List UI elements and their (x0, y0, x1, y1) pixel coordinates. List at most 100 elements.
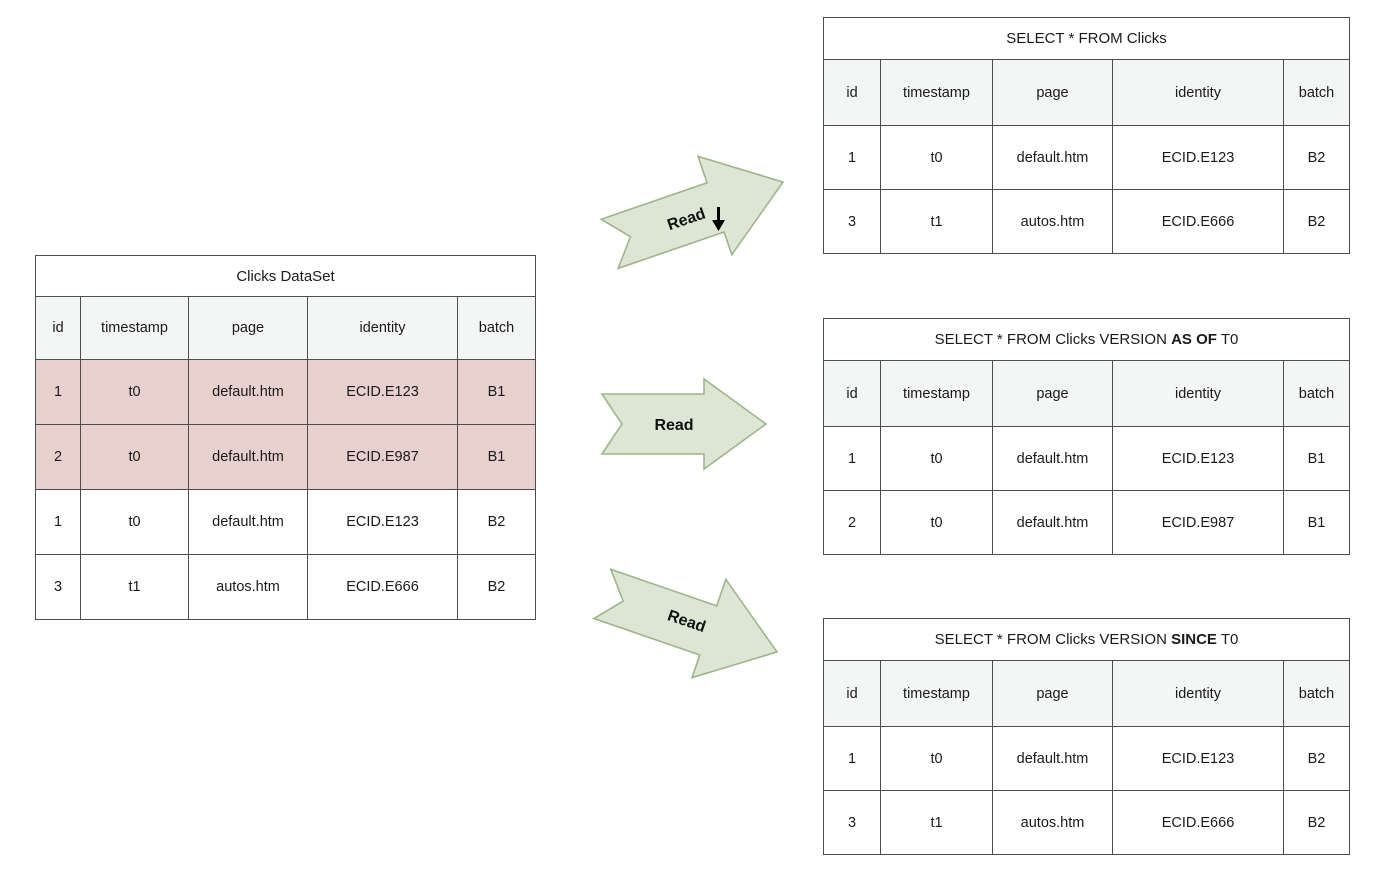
column-header-id: id (823, 660, 881, 727)
cell-identity: ECID.E123 (307, 359, 458, 425)
arrow-shape (592, 568, 779, 679)
column-header-page: page (992, 59, 1113, 126)
cell-timestamp: t0 (880, 125, 993, 190)
cell-page: default.htm (992, 490, 1113, 555)
table-title-row: Clicks DataSet (35, 255, 536, 297)
column-header-id: id (823, 360, 881, 427)
result-table-as-of: SELECT * FROM Clicks VERSION AS OF T0 id… (823, 318, 1350, 555)
column-header-id: id (35, 296, 81, 360)
table-row: 3 t1 autos.htm ECID.E666 B2 (823, 790, 1350, 855)
cell-batch: B1 (457, 359, 536, 425)
cell-identity: ECID.E987 (1112, 490, 1284, 555)
cell-identity: ECID.E123 (1112, 125, 1284, 190)
cell-batch: B2 (1282, 125, 1351, 190)
cell-id: 1 (35, 359, 81, 425)
cell-id: 3 (823, 790, 881, 855)
query-prefix: SELECT * FROM Clicks VERSION (934, 631, 1172, 648)
table-header-row: id timestamp page identity batch (35, 296, 536, 360)
cell-timestamp: t1 (80, 554, 189, 620)
query-suffix: T0 (1216, 631, 1239, 648)
read-arrow-3: Read (590, 562, 790, 682)
read-arrow-label-2: Read (654, 417, 693, 434)
cell-id: 1 (823, 125, 881, 190)
cell-page: default.htm (188, 424, 308, 490)
cell-id: 2 (35, 424, 81, 490)
table-row: 1 t0 default.htm ECID.E123 B1 (35, 359, 536, 425)
column-header-batch: batch (1283, 660, 1350, 727)
column-header-timestamp: timestamp (80, 296, 189, 360)
cell-batch: B1 (1283, 490, 1350, 555)
column-header-page: page (992, 360, 1113, 427)
query-suffix: T0 (1216, 331, 1239, 348)
cell-timestamp: t0 (80, 489, 189, 555)
table-row: 3 t1 autos.htm ECID.E666 B2 (35, 554, 536, 620)
cell-timestamp: t0 (880, 426, 993, 491)
cell-timestamp: t0 (80, 359, 189, 425)
query-prefix: SELECT * FROM Clicks VERSION (934, 331, 1172, 348)
cell-identity: ECID.E123 (1112, 426, 1284, 491)
cell-timestamp: t0 (880, 490, 993, 555)
read-arrow-2: Read (598, 376, 770, 472)
cell-id: 3 (35, 554, 81, 620)
column-header-id: id (823, 59, 881, 126)
cell-batch: B2 (1283, 790, 1350, 855)
table-row: 1 t0 default.htm ECID.E123 B2 (823, 125, 1351, 190)
table-header-row: id timestamp page identity batch (823, 360, 1350, 427)
cell-id: 1 (35, 489, 81, 555)
query-title: SELECT * FROM Clicks VERSION SINCE T0 (823, 618, 1350, 661)
cell-page: default.htm (992, 726, 1113, 791)
column-header-batch: batch (457, 296, 536, 360)
cell-batch: B2 (457, 489, 536, 555)
query-title: SELECT * FROM Clicks VERSION AS OF T0 (823, 318, 1350, 361)
cell-id: 3 (823, 189, 881, 254)
query-prefix: SELECT * FROM Clicks (1006, 30, 1167, 47)
column-header-identity: identity (307, 296, 458, 360)
column-header-timestamp: timestamp (880, 59, 993, 126)
cell-identity: ECID.E666 (307, 554, 458, 620)
cell-identity: ECID.E666 (1112, 790, 1284, 855)
cell-timestamp: t1 (880, 189, 993, 254)
query-keyword: SINCE (1171, 631, 1217, 648)
cursor-arrow-icon (712, 207, 725, 231)
column-header-timestamp: timestamp (880, 660, 993, 727)
column-header-timestamp: timestamp (880, 360, 993, 427)
table-row: 2 t0 default.htm ECID.E987 B1 (35, 424, 536, 490)
result-table-since: SELECT * FROM Clicks VERSION SINCE T0 id… (823, 618, 1350, 855)
table-header-row: id timestamp page identity batch (823, 660, 1350, 727)
cell-batch: B1 (457, 424, 536, 490)
column-header-identity: identity (1112, 360, 1284, 427)
clicks-dataset-table: Clicks DataSet id timestamp page identit… (35, 255, 536, 620)
cell-page: default.htm (992, 426, 1113, 491)
column-header-batch: batch (1283, 360, 1350, 427)
column-header-page: page (992, 660, 1113, 727)
cell-timestamp: t0 (80, 424, 189, 490)
cell-identity: ECID.E123 (1112, 726, 1284, 791)
result-table-select-all: SELECT * FROM Clicks id timestamp page i… (822, 17, 1351, 254)
cell-identity: ECID.E987 (307, 424, 458, 490)
cell-timestamp: t1 (880, 790, 993, 855)
table-row: 1 t0 default.htm ECID.E123 B1 (823, 426, 1350, 491)
table-title-row: SELECT * FROM Clicks VERSION AS OF T0 (823, 318, 1350, 361)
arrow-shape (599, 155, 785, 270)
cell-batch: B2 (1282, 189, 1351, 254)
cell-batch: B1 (1283, 426, 1350, 491)
table-title-row: SELECT * FROM Clicks (822, 17, 1351, 60)
table-row: 1 t0 default.htm ECID.E123 B2 (823, 726, 1350, 791)
query-title: SELECT * FROM Clicks (822, 17, 1351, 60)
column-header-batch: batch (1282, 59, 1351, 126)
cell-page: default.htm (188, 359, 308, 425)
cell-identity: ECID.E666 (1112, 189, 1284, 254)
cell-page: autos.htm (188, 554, 308, 620)
table-row: 3 t1 autos.htm ECID.E666 B2 (823, 189, 1351, 254)
column-header-page: page (188, 296, 308, 360)
table-row: 2 t0 default.htm ECID.E987 B1 (823, 490, 1350, 555)
table-row: 1 t0 default.htm ECID.E123 B2 (35, 489, 536, 555)
cell-page: default.htm (992, 125, 1113, 190)
column-header-identity: identity (1112, 59, 1284, 126)
cell-id: 1 (823, 426, 881, 491)
cell-batch: B2 (1283, 726, 1350, 791)
cell-id: 2 (823, 490, 881, 555)
cell-page: default.htm (188, 489, 308, 555)
query-keyword: AS OF (1171, 331, 1217, 348)
